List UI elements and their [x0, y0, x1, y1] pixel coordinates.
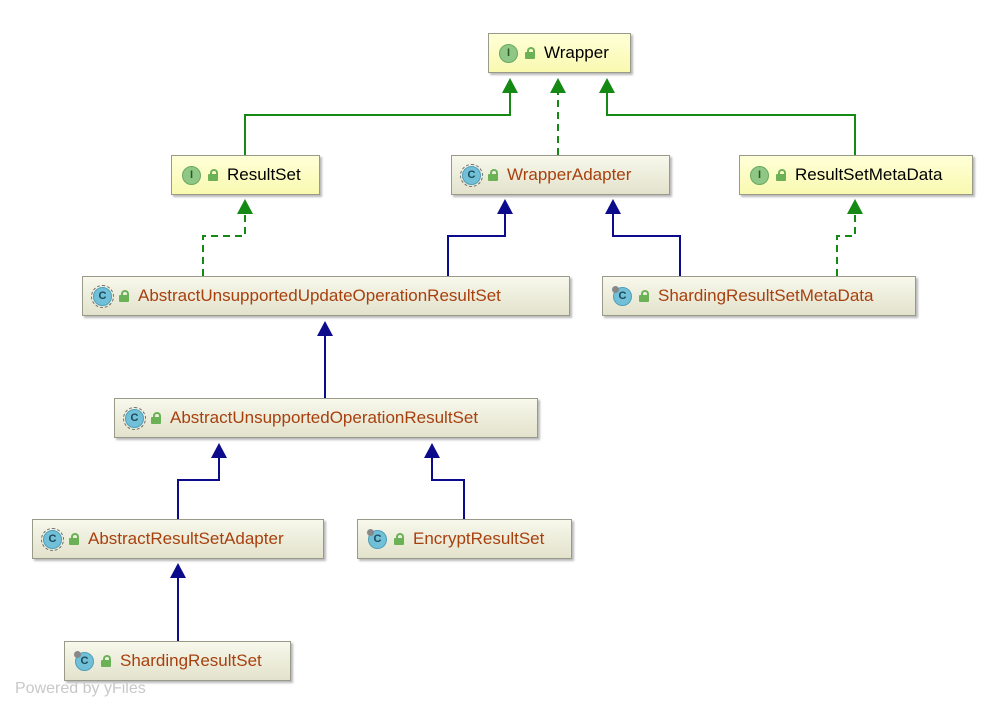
node-label: ShardingResultSet	[120, 651, 262, 670]
node-resultsetmetadata[interactable]: I ResultSetMetaData	[739, 155, 973, 195]
abstract-class-icon: C	[460, 163, 483, 187]
node-wrapperadapter[interactable]: C WrapperAdapter	[451, 155, 670, 195]
node-abstract-resultset-adapter[interactable]: C AbstractResultSetAdapter	[32, 519, 324, 559]
public-lock-icon	[118, 290, 130, 302]
edge-resultset-to-wrapper	[244, 78, 518, 155]
edge-srs-to-arsa	[170, 563, 186, 641]
node-encrypt-resultset[interactable]: C EncryptResultSet	[357, 519, 572, 559]
node-sharding-resultset-metadata[interactable]: C ShardingResultSetMetaData	[602, 276, 916, 316]
node-label: ResultSetMetaData	[795, 165, 943, 184]
abstract-class-icon: C	[91, 284, 114, 308]
interface-icon: I	[182, 165, 201, 185]
node-label: AbstractResultSetAdapter	[88, 529, 284, 548]
node-sharding-resultset[interactable]: C ShardingResultSet	[64, 641, 291, 681]
public-lock-icon	[100, 655, 112, 667]
powered-by-watermark: Powered by yFiles	[15, 680, 146, 697]
final-class-icon: C	[612, 285, 632, 306]
public-lock-icon	[487, 169, 499, 181]
public-lock-icon	[207, 169, 219, 181]
node-abstract-unsupported-update-operation-resultset[interactable]: C AbstractUnsupportedUpdateOperationResu…	[82, 276, 570, 316]
abstract-class-icon: C	[123, 406, 146, 430]
edge-srsmd-to-wrapperadapter	[605, 199, 681, 276]
node-label: Wrapper	[544, 43, 609, 62]
public-lock-icon	[150, 412, 162, 424]
node-label: EncryptResultSet	[413, 529, 545, 548]
node-label: AbstractUnsupportedUpdateOperationResult…	[138, 286, 501, 305]
edge-wrapperadapter-to-wrapper	[550, 78, 566, 155]
public-lock-icon	[638, 290, 650, 302]
edge-srsmd-to-resultsetmetadata	[836, 199, 863, 276]
node-label: WrapperAdapter	[507, 165, 632, 184]
public-lock-icon	[524, 47, 536, 59]
node-abstract-unsupported-operation-resultset[interactable]: C AbstractUnsupportedOperationResultSet	[114, 398, 538, 438]
edge-auuors-to-wrapperadapter	[447, 199, 513, 276]
edge-auuors-to-resultset	[202, 199, 253, 276]
node-resultset[interactable]: I ResultSet	[171, 155, 320, 195]
edge-arsa-to-auors	[177, 443, 227, 519]
edge-ers-to-auors	[424, 443, 465, 519]
node-label: ShardingResultSetMetaData	[658, 286, 874, 305]
node-wrapper[interactable]: I Wrapper	[488, 33, 631, 73]
final-class-icon: C	[367, 528, 387, 549]
final-class-icon: C	[74, 650, 94, 671]
node-label: ResultSet	[227, 165, 301, 184]
edge-auors-to-auuors	[317, 321, 333, 398]
public-lock-icon	[393, 533, 405, 545]
interface-icon: I	[499, 43, 518, 63]
abstract-class-icon: C	[41, 527, 64, 551]
public-lock-icon	[68, 533, 80, 545]
public-lock-icon	[775, 169, 787, 181]
node-label: AbstractUnsupportedOperationResultSet	[170, 408, 479, 427]
interface-icon: I	[750, 165, 769, 185]
edge-resultsetmetadata-to-wrapper	[599, 78, 856, 155]
